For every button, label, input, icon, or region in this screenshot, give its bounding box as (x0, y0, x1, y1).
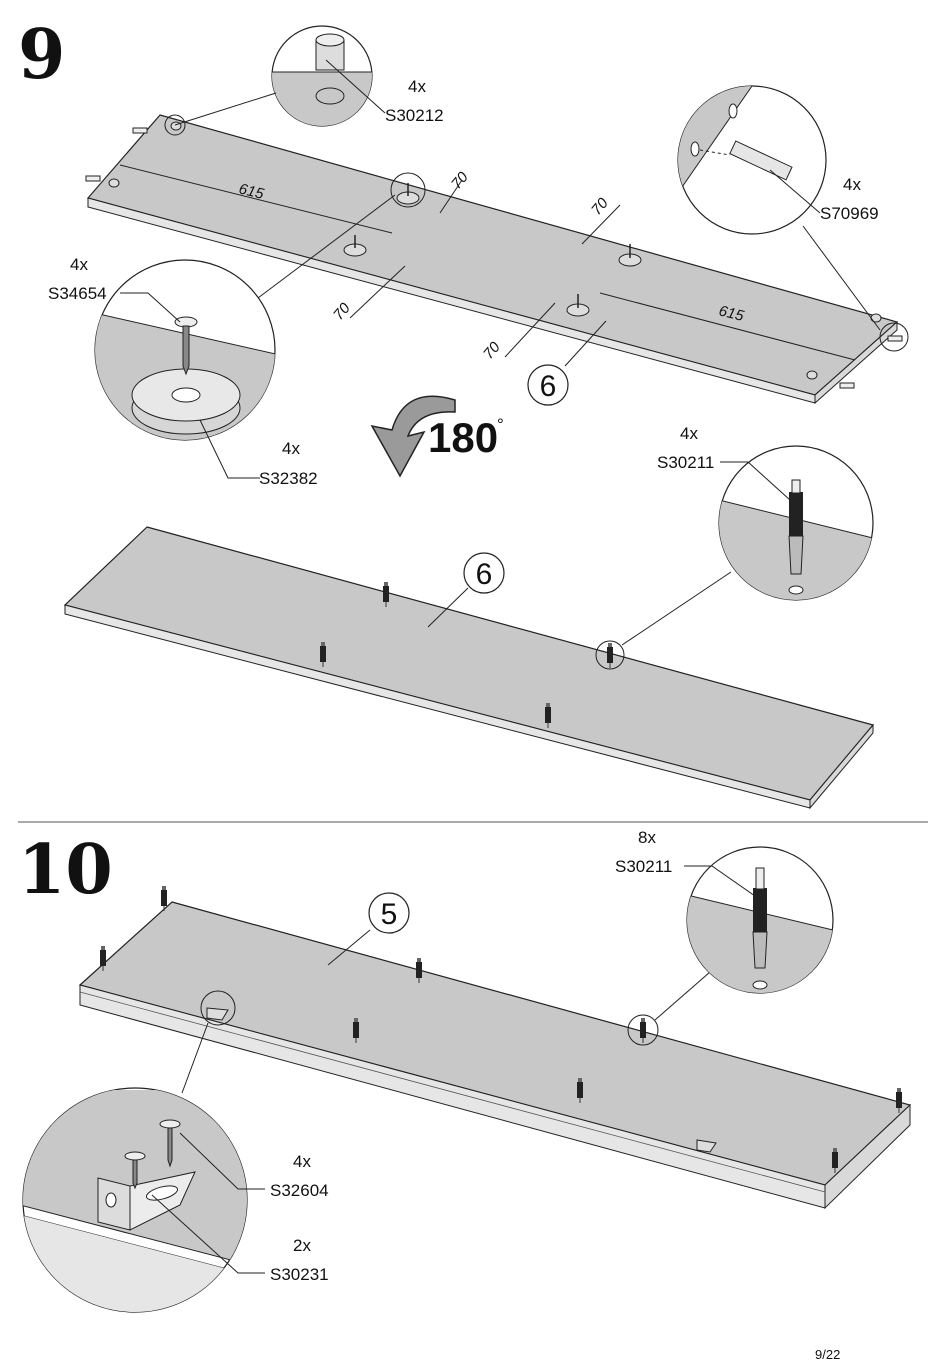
qty-s32604: 4x (293, 1152, 311, 1171)
leader-part-6-bottom (427, 587, 469, 628)
leader-s34654-panel (257, 194, 396, 299)
code-s30231: S30231 (270, 1265, 329, 1284)
part-bubble-6-bottom (463, 552, 505, 594)
panel-bottom-step9 (63, 526, 875, 810)
leader-s30211-step9-label (720, 461, 791, 501)
dimension-615-left: 615 (237, 180, 266, 203)
dimension-615-right: 615 (717, 302, 746, 325)
leader-s30211-step9-panel (621, 571, 732, 646)
detail-circle-s30212 (271, 25, 373, 127)
page-number: 9/22 (815, 1347, 840, 1362)
code-s30212: S30212 (385, 106, 444, 125)
leader-part-5 (327, 929, 371, 966)
leader-part-6-top (564, 320, 607, 367)
dimension-lines (119, 164, 856, 361)
highlight-s70969 (879, 322, 909, 352)
highlight-s34654 (390, 172, 426, 208)
leader-s32382-label (199, 419, 260, 479)
highlight-s30211-step10 (627, 1014, 659, 1046)
wood-dowels-top (85, 127, 903, 389)
detail-circle-bracket (22, 1087, 248, 1313)
part-bubble-6-top (527, 364, 569, 406)
leader-s30211-step10-label (684, 865, 756, 897)
qty-s70969: 4x (843, 175, 861, 194)
part-label-6-bottom: 6 (476, 558, 493, 591)
part-label-6-top: 6 (540, 370, 557, 403)
qty-s30231: 2x (293, 1236, 311, 1255)
leader-s30212-label (325, 59, 386, 114)
dimension-70-b: 70 (588, 194, 612, 218)
panel-top (86, 114, 899, 405)
code-s32382: S32382 (259, 469, 318, 488)
code-s34654: S34654 (48, 284, 107, 303)
rotate-arrow-icon (370, 395, 456, 478)
leader-bracket-panel (181, 1022, 209, 1094)
qty-s34654: 4x (70, 255, 88, 274)
leader-s34654-label (120, 292, 181, 323)
highlight-bracket (200, 990, 236, 1026)
panel-step10 (78, 901, 912, 1210)
part-label-5: 5 (381, 898, 398, 931)
code-s30211-step10: S30211 (615, 857, 672, 876)
part-bubble-5 (368, 892, 410, 934)
cam-fittings (108, 121, 882, 380)
detail-circle-s34654 (94, 259, 276, 441)
qty-s30212: 4x (408, 77, 426, 96)
screws-top (354, 183, 631, 308)
leader-s30212-panel (174, 92, 277, 126)
rotation-angle: 180 (428, 414, 498, 461)
step-number-9: 9 (18, 15, 65, 95)
rotation-degree-symbol: ° (497, 415, 504, 434)
qty-s30211-step10: 8x (638, 828, 656, 847)
leader-s30211-step10-panel (654, 971, 711, 1021)
qty-s32382: 4x (282, 439, 300, 458)
detail-circle-s70969 (677, 85, 827, 235)
dimension-70-d: 70 (480, 338, 504, 362)
step-number-10: 10 (18, 830, 113, 910)
leader-s70969-panel (802, 225, 881, 331)
qty-s30211-step9: 4x (680, 424, 698, 443)
code-s30211-step9: S30211 (657, 453, 714, 472)
detail-circle-s30211-step10 (686, 846, 834, 994)
leader-s70969-label (769, 169, 821, 214)
dimension-70-c: 70 (330, 299, 354, 323)
leader-s30231-label (151, 1194, 265, 1274)
detail-circle-s30211-step9 (718, 445, 874, 601)
dimension-70-a: 70 (448, 168, 472, 192)
code-s32604: S32604 (270, 1181, 329, 1200)
code-s70969: S70969 (820, 204, 879, 223)
brackets-step10 (206, 1007, 717, 1153)
highlight-s30212 (164, 114, 186, 136)
highlight-s30211-step9 (595, 640, 625, 670)
leader-s32604-label (179, 1132, 265, 1190)
